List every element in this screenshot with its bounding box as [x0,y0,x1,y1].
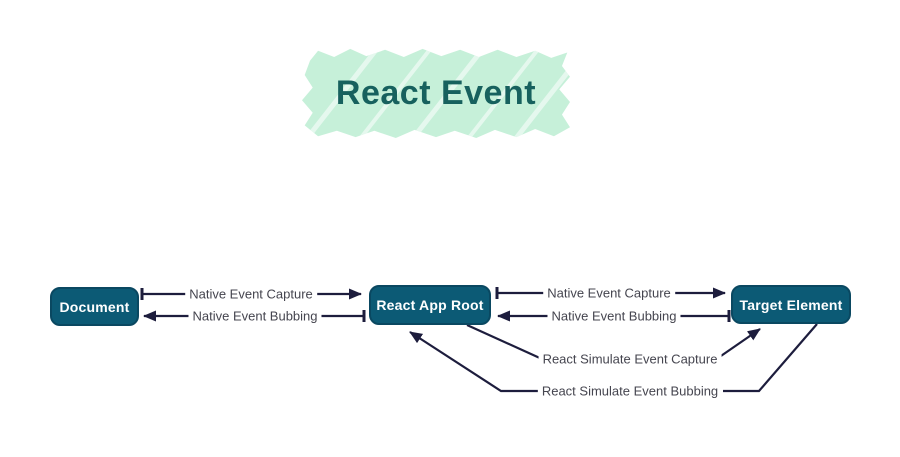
edge-label-native-event-bubbing-left: Native Event Bubbing [188,308,322,324]
edge-simulate-bubbing-segment-right [723,323,818,393]
edge-label-react-simulate-event-capture: React Simulate Event Capture [538,351,722,367]
node-document: Document [50,287,139,326]
edge-label-native-event-capture-left: Native Event Capture [185,286,317,302]
edge-label-native-event-capture-right: Native Event Capture [543,285,675,301]
page-title: React Event [335,73,537,112]
edge-simulate-bubbing-segment-left [409,331,540,393]
title-highlight: React Event [302,48,570,138]
edge-simulate-capture-segment-right [717,328,761,359]
edge-simulate-capture-segment-left [466,323,543,361]
node-react-app-root: React App Root [369,285,491,325]
edge-label-native-event-bubbing-right: Native Event Bubbing [547,308,681,324]
node-target-element: Target Element [731,285,851,324]
edge-label-react-simulate-event-bubbing: React Simulate Event Bubbing [537,383,723,399]
